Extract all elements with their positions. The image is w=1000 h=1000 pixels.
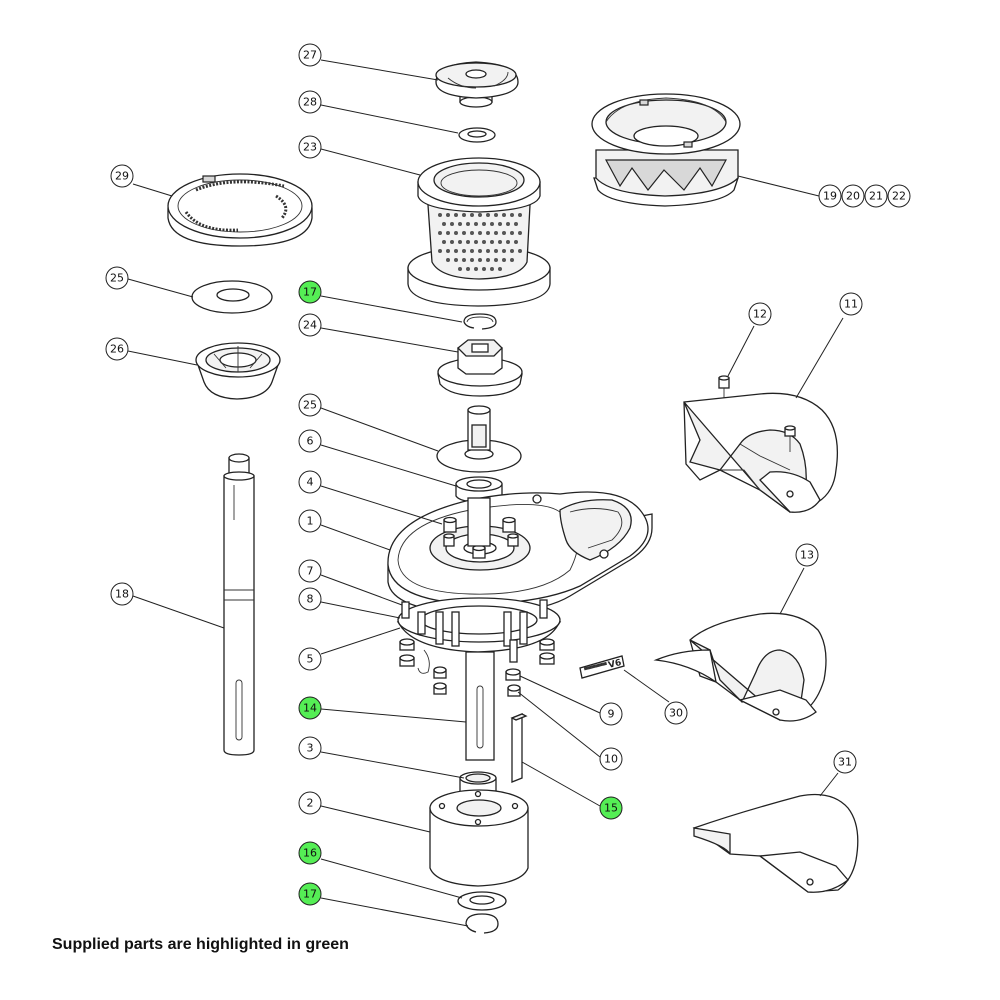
balloon-15: 15 [599, 796, 623, 820]
part-23-winch-drum [407, 157, 551, 307]
svg-text:19: 19 [823, 190, 837, 203]
part-13-cover [653, 612, 827, 722]
part-27-top-cap [435, 61, 519, 108]
svg-text:25: 25 [303, 399, 317, 412]
part-18-winch-handle-shaft [223, 453, 255, 756]
svg-text:12: 12 [753, 308, 767, 321]
balloon-11: 11 [839, 292, 863, 316]
balloon-14: 14 [298, 696, 322, 720]
main-shaft-middle [467, 497, 491, 547]
balloon-22: 22 [887, 184, 911, 208]
part-15-key [510, 713, 528, 783]
balloon-17-lower: 17 [298, 882, 322, 906]
svg-text:31: 31 [838, 756, 852, 769]
part-25-washer-center [436, 439, 522, 473]
balloon-17-upper: 17 [298, 280, 322, 304]
part-1-base-housing [387, 491, 653, 615]
svg-text:15: 15 [604, 802, 618, 815]
part-28-washer [458, 127, 496, 143]
svg-text:18: 18 [115, 588, 129, 601]
balloon-7: 7 [298, 559, 322, 583]
balloon-12: 12 [748, 302, 772, 326]
balloon-4: 4 [298, 470, 322, 494]
svg-text:27: 27 [303, 49, 317, 62]
balloon-24: 24 [298, 313, 322, 337]
leader-lines [127, 59, 844, 927]
balloon-30: 30 [664, 701, 688, 725]
svg-text:17: 17 [303, 888, 317, 901]
part-29-cover-disc [167, 173, 313, 247]
balloon-21: 21 [864, 184, 888, 208]
balloon-19: 19 [818, 184, 842, 208]
part-19-22-gear-assembly [591, 93, 741, 207]
svg-text:7: 7 [307, 565, 314, 578]
main-shaft-upper [467, 405, 491, 451]
balloon-13: 13 [795, 543, 819, 567]
part-17-circlip-upper [463, 313, 497, 330]
svg-text:16: 16 [303, 847, 317, 860]
balloon-1: 1 [298, 509, 322, 533]
svg-text:20: 20 [846, 190, 860, 203]
part-31-cover [692, 793, 859, 893]
balloon-29: 29 [110, 164, 134, 188]
svg-text:4: 4 [307, 476, 314, 489]
svg-text:14: 14 [303, 702, 317, 715]
svg-text:6: 6 [307, 435, 314, 448]
svg-text:21: 21 [869, 190, 883, 203]
svg-text:28: 28 [303, 96, 317, 109]
part-4-bolts [443, 516, 519, 559]
part-5-stud-plate [396, 597, 562, 674]
balloon-26: 26 [105, 337, 129, 361]
svg-text:22: 22 [892, 190, 906, 203]
balloon-31: 31 [833, 750, 857, 774]
svg-text:1: 1 [307, 515, 314, 528]
svg-text:9: 9 [608, 708, 615, 721]
svg-text:13: 13 [800, 549, 814, 562]
part-14-main-shaft [465, 651, 495, 761]
svg-text:29: 29 [115, 170, 129, 183]
balloon-23: 23 [298, 135, 322, 159]
balloon-20: 20 [841, 184, 865, 208]
part-9-10-nuts [399, 638, 555, 697]
svg-text:3: 3 [307, 742, 314, 755]
balloon-10: 10 [599, 747, 623, 771]
balloon-6: 6 [298, 429, 322, 453]
svg-text:10: 10 [604, 753, 618, 766]
svg-text:5: 5 [307, 653, 314, 666]
part-26-gear-ring [195, 342, 281, 400]
balloon-2: 2 [298, 791, 322, 815]
part-balloons: 27 28 23 29 25 17 24 26 25 6 4 1 7 8 5 1… [105, 43, 911, 906]
svg-text:24: 24 [303, 319, 317, 332]
balloon-8: 8 [298, 587, 322, 611]
svg-text:30: 30 [669, 707, 683, 720]
svg-text:17: 17 [303, 286, 317, 299]
legend-caption: Supplied parts are highlighted in green [52, 936, 349, 953]
part-17-circlip-lower [465, 913, 499, 934]
balloon-3: 3 [298, 736, 322, 760]
balloon-16: 16 [298, 841, 322, 865]
balloon-5: 5 [298, 647, 322, 671]
part-16-washer-bottom [457, 891, 507, 911]
svg-text:26: 26 [110, 343, 124, 356]
svg-text:2: 2 [307, 797, 314, 810]
part-25-washer-left [191, 280, 273, 314]
balloon-25-left: 25 [105, 266, 129, 290]
balloon-27: 27 [298, 43, 322, 67]
part-12-bolt [718, 375, 730, 404]
svg-text:23: 23 [303, 141, 317, 154]
balloon-25-center: 25 [298, 393, 322, 417]
svg-text:25: 25 [110, 272, 124, 285]
balloon-28: 28 [298, 90, 322, 114]
svg-text:8: 8 [307, 593, 314, 606]
part-11-cover [683, 392, 839, 513]
badge-text: V6 [607, 658, 622, 671]
part-2-bottom-housing [429, 789, 529, 887]
svg-text:11: 11 [844, 298, 858, 311]
balloon-18: 18 [110, 582, 134, 606]
part-24-drive-hub [437, 339, 523, 397]
balloon-9: 9 [599, 702, 623, 726]
part-30-badge: ▀▀▀▀▀▀ V6 [579, 655, 625, 679]
